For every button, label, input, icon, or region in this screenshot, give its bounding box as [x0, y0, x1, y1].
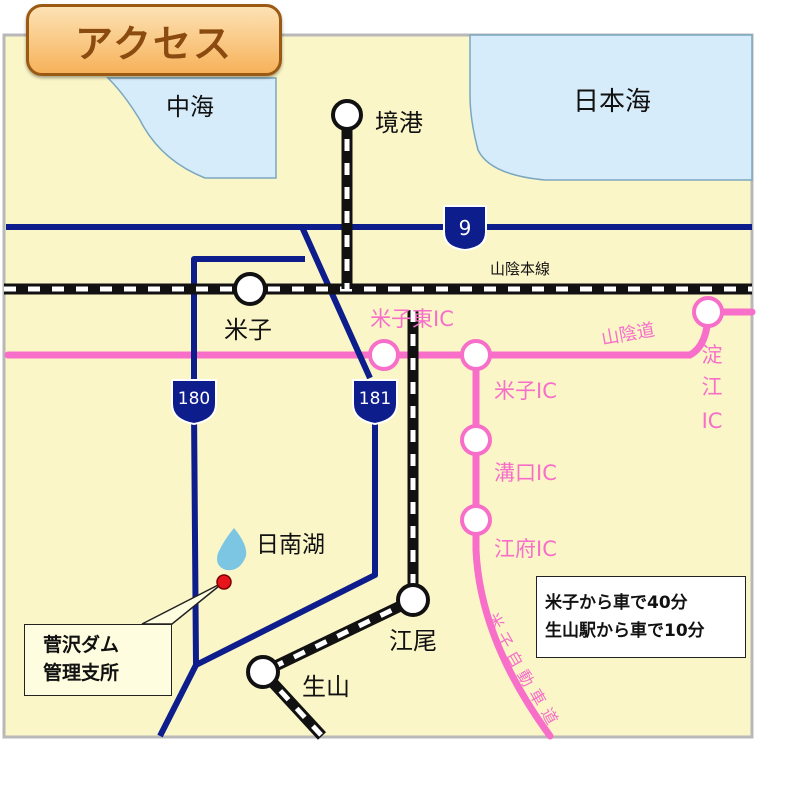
access-time-note: 米子から車で40分 生山駅から車で10分 [536, 576, 746, 658]
ic-yodoe-char-2: 江 [702, 375, 723, 399]
ic-mizoguchi-marker [460, 424, 492, 456]
route-180-shield: 180 [171, 379, 217, 426]
office-name-line1: 菅沢ダム [43, 634, 120, 656]
route-181-label: 181 [359, 389, 391, 409]
station-ebi-marker [396, 583, 430, 617]
ic-yodoe-marker [692, 296, 724, 328]
ic-yodoe-label: 淀 江 IC [702, 343, 723, 433]
sea-japan-label: 日本海 [573, 87, 651, 117]
ic-kofu-label: 江府IC [494, 537, 557, 561]
station-yonago-label: 米子 [224, 316, 272, 344]
dam-office-callout: 菅沢ダム 管理支所 [24, 624, 172, 696]
ic-yonago-label: 米子IC [494, 379, 557, 403]
lake-hinan-label: 日南湖 [256, 532, 325, 558]
station-yonago-marker [233, 272, 267, 306]
ic-markers [368, 296, 724, 536]
route-180-label: 180 [178, 389, 210, 409]
rail-line-label: 山陰本線 [490, 260, 550, 278]
section-title: アクセス [74, 21, 234, 66]
section-title-tab: アクセス [26, 4, 282, 76]
ic-yonago-higashi-marker [368, 339, 400, 371]
sea-japan [469, 34, 753, 181]
route-9-shield: 9 [443, 205, 487, 252]
station-shoyama-label: 生山 [302, 673, 350, 701]
station-shoyama-marker [246, 655, 280, 689]
station-ebi-label: 江尾 [389, 627, 437, 655]
ic-yodoe-char-3: IC [702, 409, 723, 433]
station-sakaiminato-marker [331, 99, 363, 131]
station-markers [233, 99, 430, 689]
ic-yodoe-char-1: 淀 [702, 343, 723, 367]
route-9-label: 9 [459, 216, 472, 240]
sea-nakaumi-label: 中海 [166, 93, 214, 121]
ic-kofu-marker [460, 504, 492, 536]
dam-office-marker [216, 574, 232, 590]
sea-nakaumi [106, 77, 277, 179]
lake-hinan [217, 528, 247, 571]
access-note-line1: 米子から車で40分 [545, 593, 688, 613]
office-name-line2: 管理支所 [43, 662, 120, 684]
station-sakaiminato-label: 境港 [375, 109, 423, 137]
national-routes [6, 224, 752, 738]
ic-yonago-marker [460, 339, 492, 371]
ic-yonago-higashi-label: 米子東IC [370, 307, 454, 331]
ic-mizoguchi-label: 溝口IC [494, 461, 557, 485]
route-181-shield: 181 [352, 379, 398, 426]
access-note-line2: 生山駅から車で10分 [545, 621, 705, 641]
